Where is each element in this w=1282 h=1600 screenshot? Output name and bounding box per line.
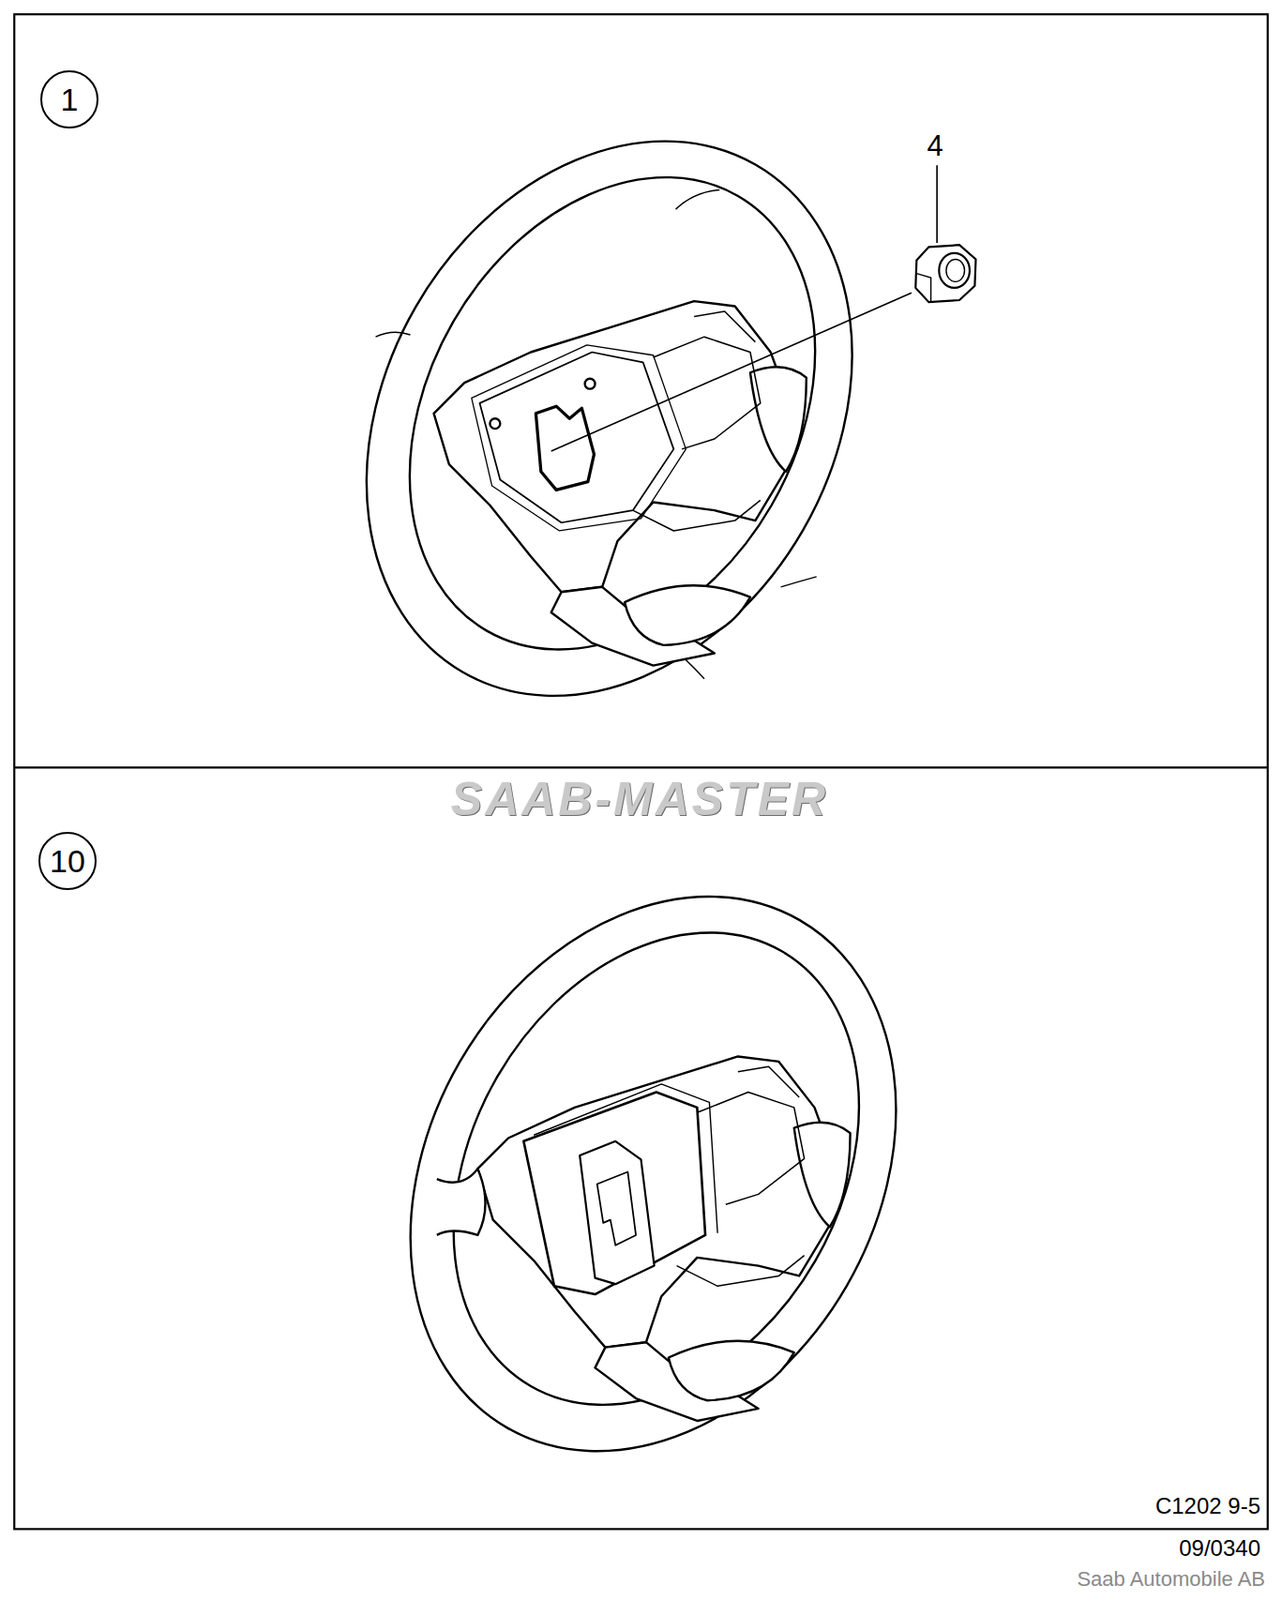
step-number-circle: 1 [40, 70, 99, 129]
figure-code: C1202 9-5 [1155, 1493, 1261, 1519]
copyright-note: Saab Automobile AB [1076, 1568, 1266, 1591]
step-number-circle: 10 [38, 831, 97, 890]
nut [915, 244, 976, 302]
step-number: 1 [60, 83, 79, 116]
panel-divider [14, 766, 1268, 769]
callout-number: 4 [926, 130, 943, 163]
steering-wheel [269, 53, 950, 785]
leader-line [551, 165, 937, 452]
steering-wheel [313, 808, 994, 1539]
step-number: 10 [49, 844, 86, 877]
frame [14, 14, 1268, 1529]
figure-date: 09/0340 [1178, 1536, 1261, 1561]
watermark: SAAB-MASTER [451, 773, 829, 826]
